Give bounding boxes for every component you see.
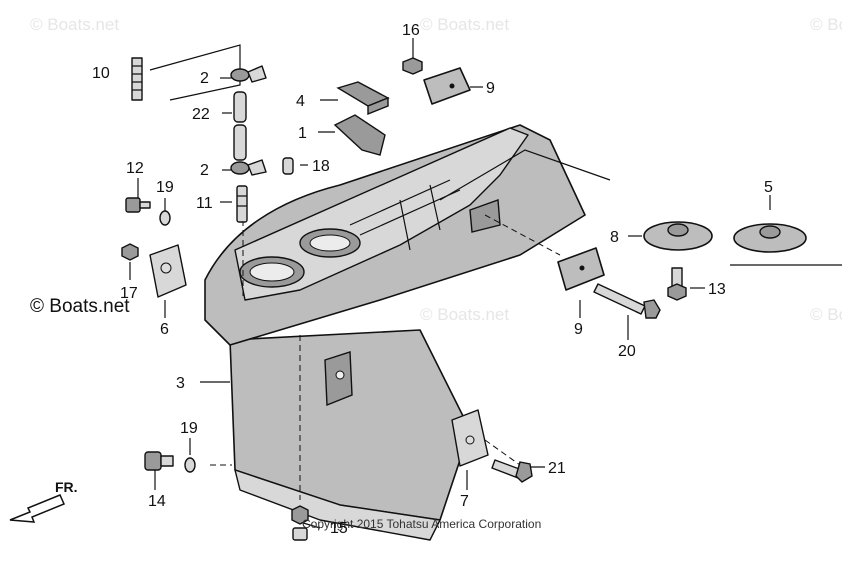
clamp-part (230, 65, 267, 83)
callout-number: 5 (764, 179, 773, 196)
bolt-part (667, 267, 687, 301)
callout-number: 19 (180, 420, 198, 437)
hose-part (233, 91, 247, 161)
watermark-text: © Boats.net (420, 305, 509, 324)
fitting-part (236, 185, 248, 223)
callout-number: 8 (610, 229, 619, 246)
cover-plate-part (149, 244, 187, 298)
callout-number: 10 (92, 65, 110, 82)
copyright-text: Copyright 2015 Tohatsu America Corporati… (302, 517, 541, 531)
callout-number: 2 (200, 162, 209, 179)
callout-number: 14 (148, 493, 166, 510)
callout-number: 9 (574, 321, 583, 338)
anode-part (423, 67, 471, 105)
callout-number: 19 (156, 179, 174, 196)
brand-label: © Boats.net (30, 296, 130, 317)
callout-number: 7 (460, 493, 469, 510)
seal-plate-part (333, 114, 386, 156)
stud-part (131, 57, 143, 101)
dowel-pin-part (282, 157, 294, 175)
callout-number: 4 (296, 93, 305, 110)
cover-plate-part (451, 409, 489, 467)
callout-number: 12 (126, 160, 144, 177)
callout-number: 1 (298, 125, 307, 142)
callout-number: 20 (618, 343, 636, 360)
bolt-part (491, 459, 533, 483)
washer-part (184, 457, 196, 473)
callout-number: 15 (330, 520, 348, 537)
bolt-part (144, 451, 174, 471)
assembly-guide-lines (210, 200, 561, 500)
callout-number: 3 (176, 375, 185, 392)
trim-tab-part (643, 221, 713, 251)
watermark-text: © Boats.net (30, 15, 119, 34)
nut-part (402, 57, 423, 75)
gear-case-part (204, 124, 586, 541)
callout-number: 16 (402, 22, 420, 39)
front-direction-arrow: FR. (9, 479, 78, 523)
watermark-text: © Boats.net (810, 15, 842, 34)
callout-number: 11 (196, 195, 213, 212)
watermarks: © Boats.net © Boats.net © Boats.net © Bo… (30, 15, 842, 324)
callout-number: 18 (312, 158, 330, 175)
washer-part (159, 210, 171, 226)
callout-number: 17 (120, 285, 138, 302)
rubber-seal-part (336, 81, 390, 116)
nut-part (121, 243, 139, 261)
trim-tab-part (733, 223, 807, 253)
callout-labels: 10 2 22 2 4 1 16 9 18 12 19 11 17 6 3 5 … (92, 22, 773, 537)
callout-number: 6 (160, 321, 169, 338)
callout-number: 9 (486, 80, 495, 97)
callout-number: 13 (708, 281, 726, 298)
clamp-part (230, 159, 267, 176)
anode-part (557, 247, 605, 291)
front-direction-label: FR. (55, 479, 78, 495)
leader-lines (129, 38, 842, 529)
watermark-text: © Boats.net (420, 15, 509, 34)
callout-number: 21 (548, 460, 566, 477)
long-bolt-part (593, 283, 661, 319)
callout-number: 22 (192, 106, 210, 123)
bolt-part (125, 197, 151, 213)
drain-screw-part (291, 505, 309, 541)
watermark-text: © Boats.net (810, 305, 842, 324)
callout-number: 2 (200, 70, 209, 87)
